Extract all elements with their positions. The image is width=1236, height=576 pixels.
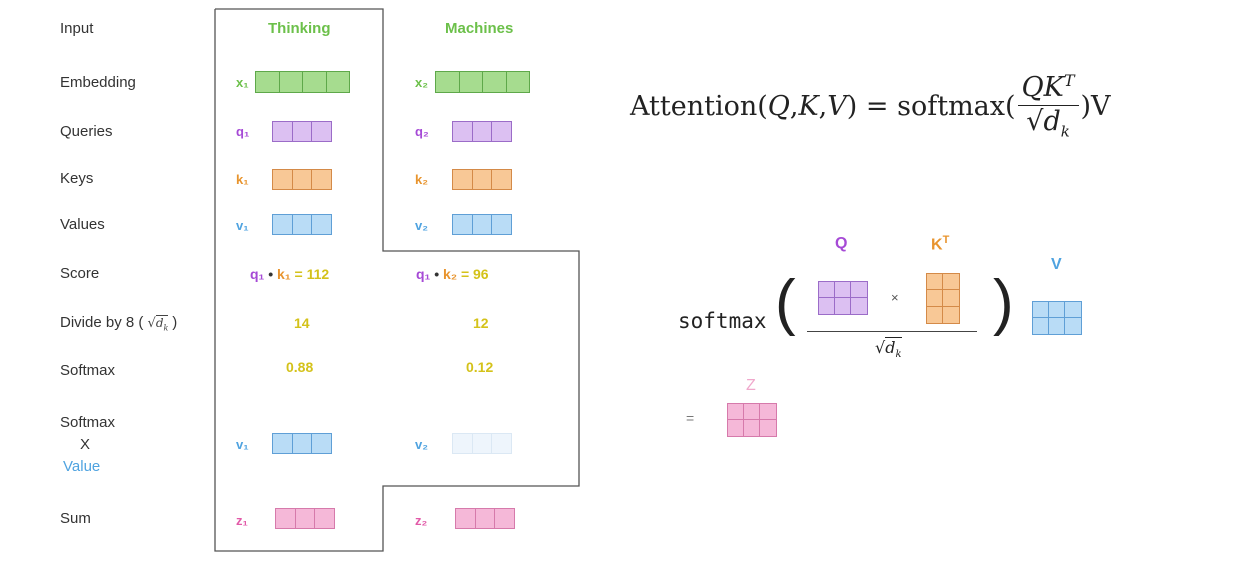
attention-formula: Attention(Q, K, V) = softmax( QKT √dk )V [630, 66, 1111, 146]
score-1: q₁ • k₁ = 112 [250, 266, 330, 282]
softmax-x-line3: Value [63, 458, 101, 475]
v1-weighted-label: v₁ [236, 437, 249, 452]
z2-vector [455, 508, 515, 529]
matrix-kt [926, 273, 960, 324]
equals-symbol: = [686, 410, 695, 426]
k2-vector [452, 169, 512, 190]
row-label-embedding: Embedding [60, 74, 136, 91]
q1-label: q₁ [236, 124, 250, 139]
row-label-sum: Sum [60, 510, 91, 527]
right-paren: ) [993, 268, 1014, 337]
softmax-2: 0.12 [466, 359, 494, 375]
matrix-v [1032, 301, 1082, 335]
v2-weighted-vector [452, 433, 512, 454]
v1-label: v₁ [236, 218, 249, 233]
z1-vector [275, 508, 335, 529]
divided-1: 14 [294, 315, 310, 331]
k1-vector [272, 169, 332, 190]
matrix-sqrt-dk: √dk [875, 337, 902, 361]
v1-weighted-vector [272, 433, 332, 454]
softmax-1: 0.88 [286, 359, 314, 375]
k2-label: k₂ [415, 172, 429, 187]
q2-label: q₂ [415, 124, 429, 139]
score-2: q₁ • k₂ = 96 [416, 266, 489, 282]
k1-label: k₁ [236, 172, 249, 187]
z2-label: z₂ [415, 513, 428, 528]
v2-vector [452, 214, 512, 235]
row-label-divide: Divide by 8 ( √dk ) [60, 314, 177, 332]
word-thinking: Thinking [268, 20, 331, 37]
matrix-kt-label: KT [931, 234, 950, 254]
matrix-z [727, 403, 777, 437]
row-label-softmax: Softmax [60, 362, 116, 379]
matrix-softmax-label: softmax [678, 309, 767, 333]
v1-vector [272, 214, 332, 235]
row-label-keys: Keys [60, 170, 94, 187]
fraction-bar [807, 331, 977, 332]
x1-vector [255, 71, 350, 93]
x2-vector [435, 71, 530, 93]
v2-weighted-label: v₂ [415, 437, 429, 452]
row-label-queries: Queries [60, 123, 113, 140]
v2-label: v₂ [415, 218, 429, 233]
row-label-input: Input [60, 20, 94, 37]
word-machines: Machines [445, 20, 514, 37]
left-paren: ( [775, 268, 796, 337]
formula-fraction: QKT √dk [1017, 64, 1079, 147]
matrix-v-label: V [1051, 256, 1062, 273]
matrix-q-label: Q [835, 235, 848, 252]
times-symbol: × [891, 290, 899, 305]
matrix-z-label: Z [746, 377, 756, 394]
softmax-x-line2: X [80, 436, 91, 453]
q1-vector [272, 121, 332, 142]
row-label-score: Score [60, 265, 100, 282]
softmax-x-line1: Softmax [60, 414, 116, 431]
q2-vector [452, 121, 512, 142]
x2-label: x₂ [415, 75, 429, 90]
row-label-values: Values [60, 216, 105, 233]
z1-label: z₁ [236, 513, 248, 528]
matrix-q [818, 281, 868, 315]
divided-2: 12 [473, 315, 489, 331]
sqrt-dk-small: √dk [147, 315, 169, 333]
divide-close: ) [172, 314, 178, 331]
divide-text: Divide by 8 ( [60, 314, 144, 331]
row-label-softmax-x-value: Softmax X Value [60, 412, 115, 478]
x1-label: x₁ [236, 75, 249, 90]
